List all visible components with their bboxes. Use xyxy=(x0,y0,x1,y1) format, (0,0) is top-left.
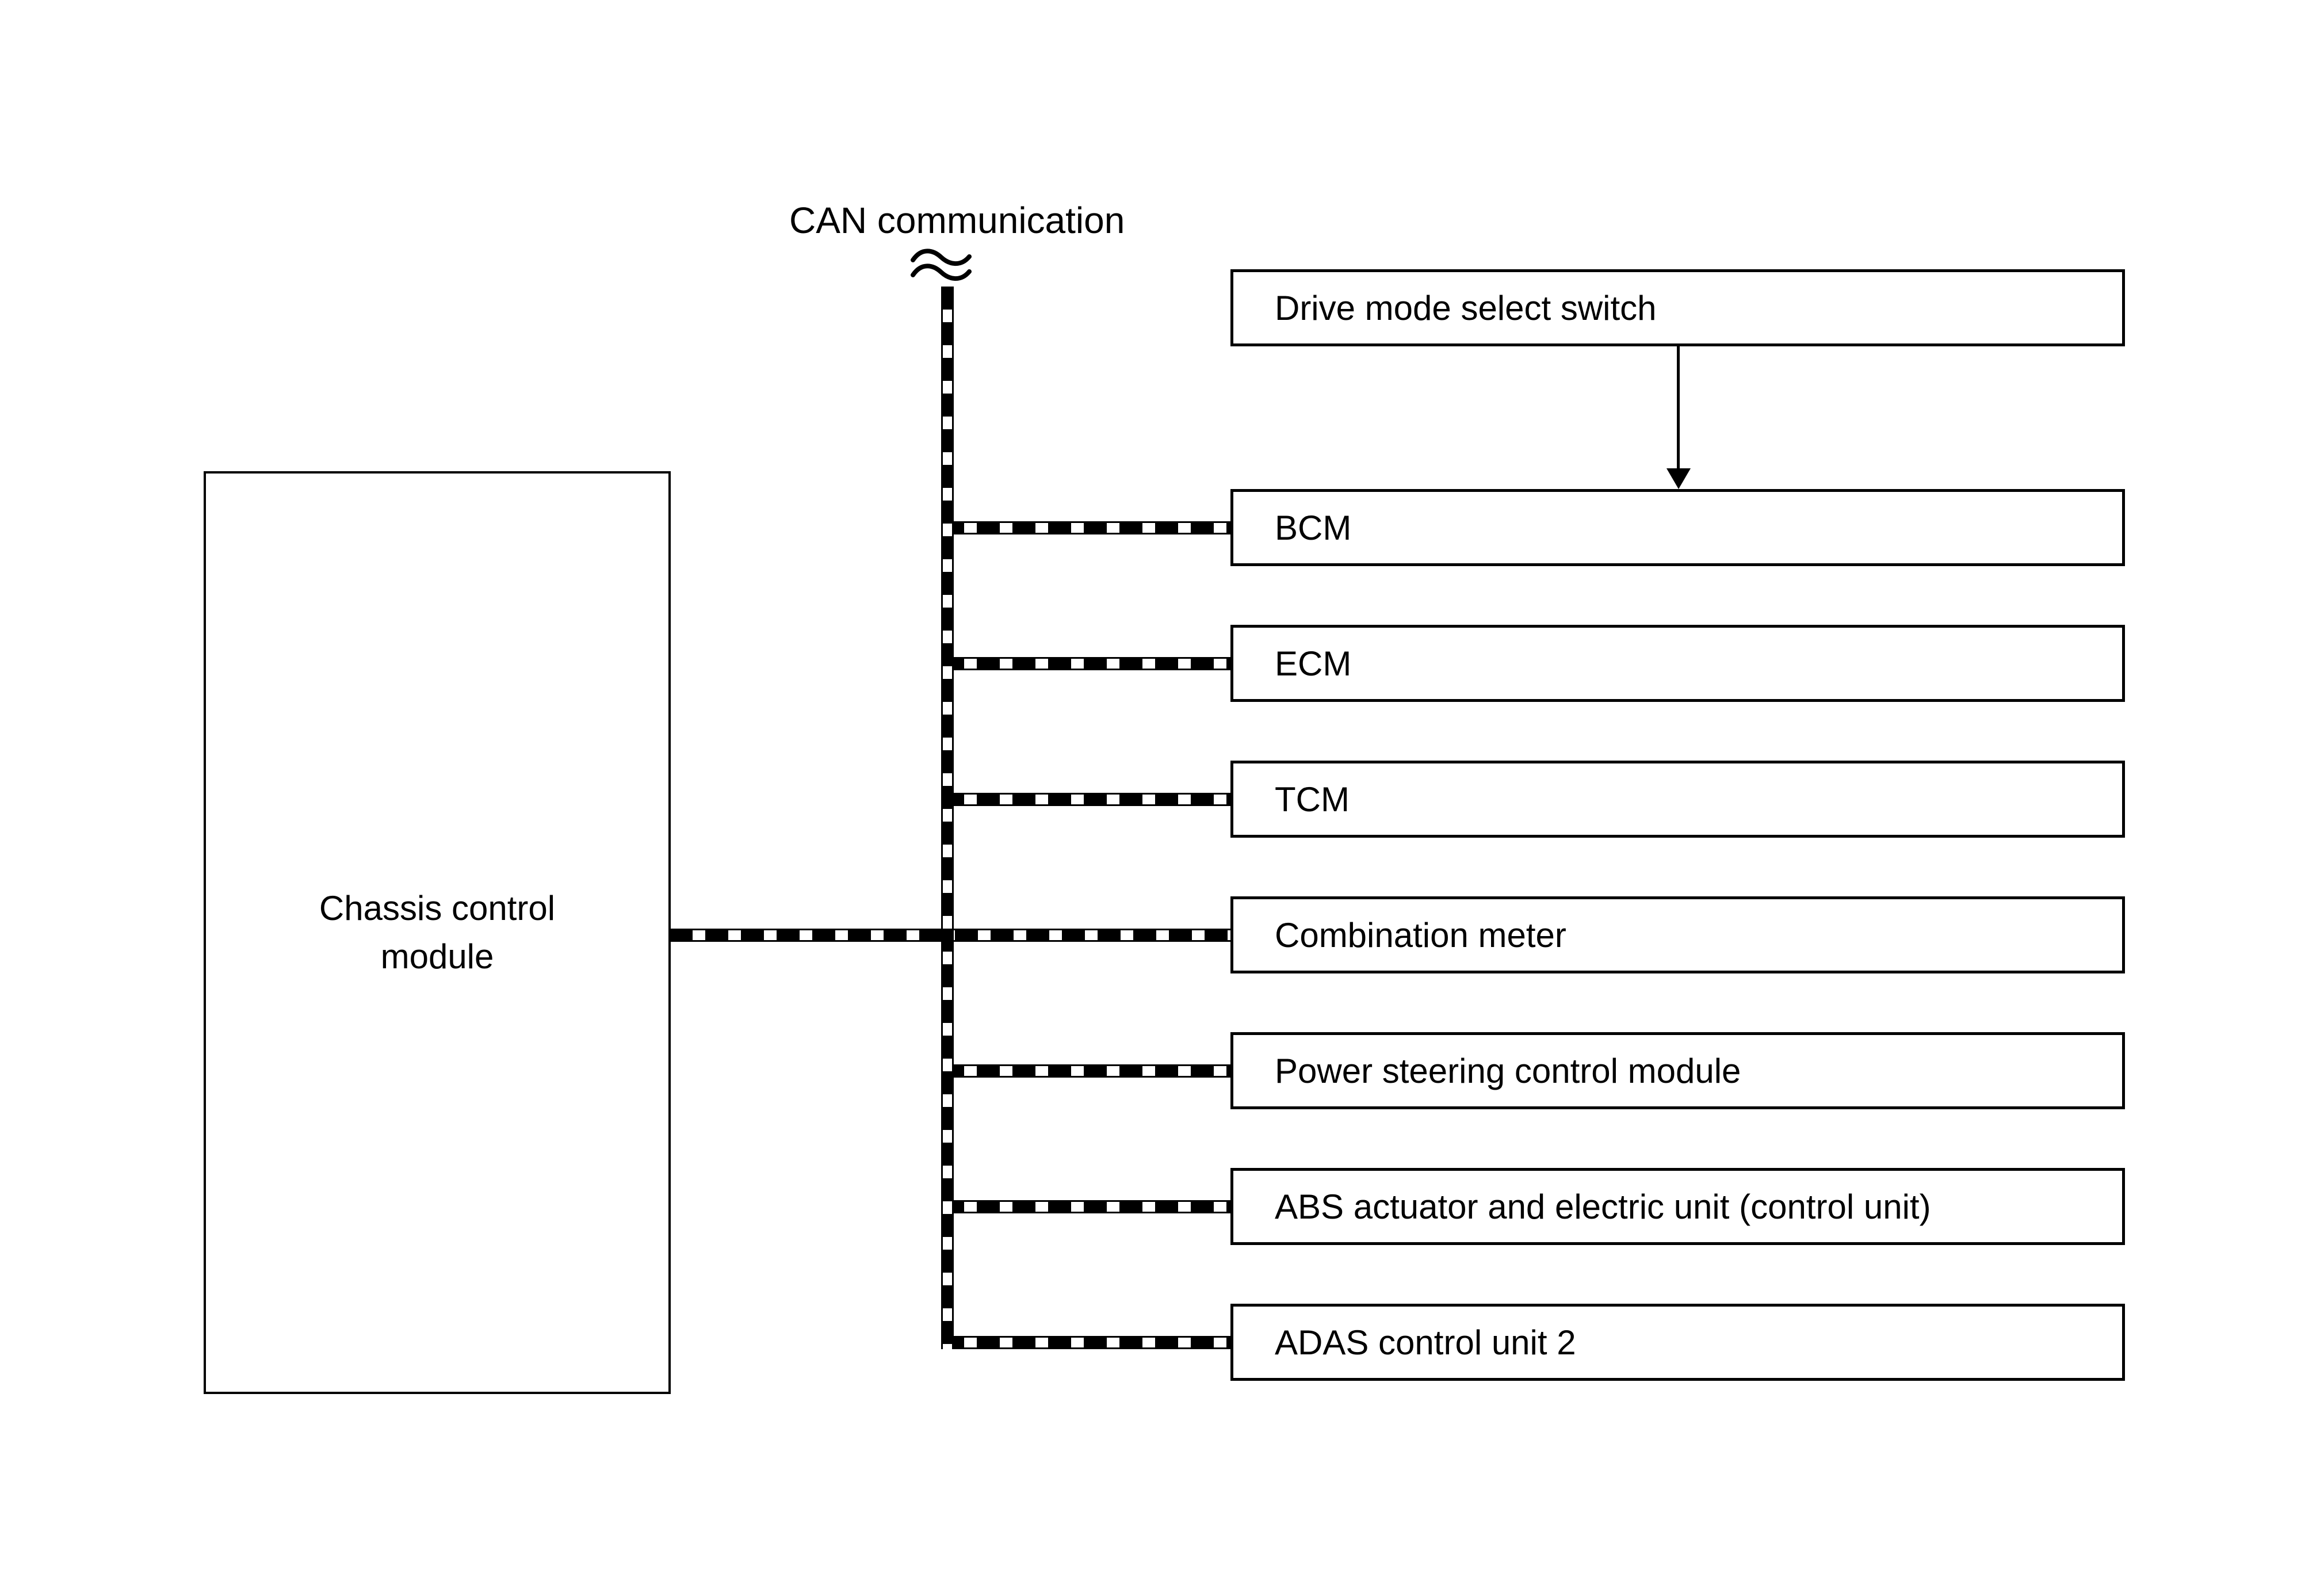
node-label: Combination meter xyxy=(1275,915,1566,954)
node-label: BCM xyxy=(1275,508,1352,547)
can-line-to-bcm xyxy=(941,521,1233,534)
can-line-to-abs-actuator xyxy=(941,1200,1233,1213)
node-label: ADAS control unit 2 xyxy=(1275,1323,1576,1362)
can-line-to-power-steering xyxy=(941,1064,1233,1078)
drive-mode-to-bcm-arrow-line xyxy=(1677,346,1680,468)
node-label: TCM xyxy=(1275,780,1350,819)
node-bcm: BCM xyxy=(1230,489,2125,566)
bus-break-squiggle-icon xyxy=(911,249,972,281)
node-combination-meter: Combination meter xyxy=(1230,896,2125,973)
can-communication-label: CAN communication xyxy=(789,200,1125,241)
node-label: ECM xyxy=(1275,644,1352,683)
node-label: ABS actuator and electric unit (control … xyxy=(1275,1187,1931,1226)
node-label: Chassis control module xyxy=(319,889,556,976)
can-line-to-tcm xyxy=(941,793,1233,806)
node-adas-control-unit-2: ADAS control unit 2 xyxy=(1230,1304,2125,1381)
node-power-steering-control-module: Power steering control module xyxy=(1230,1032,2125,1109)
can-line-to-ecm xyxy=(941,657,1233,670)
node-label: Drive mode select switch xyxy=(1275,288,1657,327)
can-bus-line xyxy=(941,287,954,1349)
node-label: Power steering control module xyxy=(1275,1051,1741,1090)
drive-mode-to-bcm-arrowhead-icon xyxy=(1666,468,1691,489)
node-tcm: TCM xyxy=(1230,761,2125,838)
can-line-to-adas xyxy=(941,1336,1233,1349)
node-abs-actuator-and-electric-unit: ABS actuator and electric unit (control … xyxy=(1230,1168,2125,1245)
node-chassis-control-module: Chassis control module xyxy=(204,471,671,1394)
node-ecm: ECM xyxy=(1230,625,2125,702)
node-drive-mode-select-switch: Drive mode select switch xyxy=(1230,269,2125,346)
